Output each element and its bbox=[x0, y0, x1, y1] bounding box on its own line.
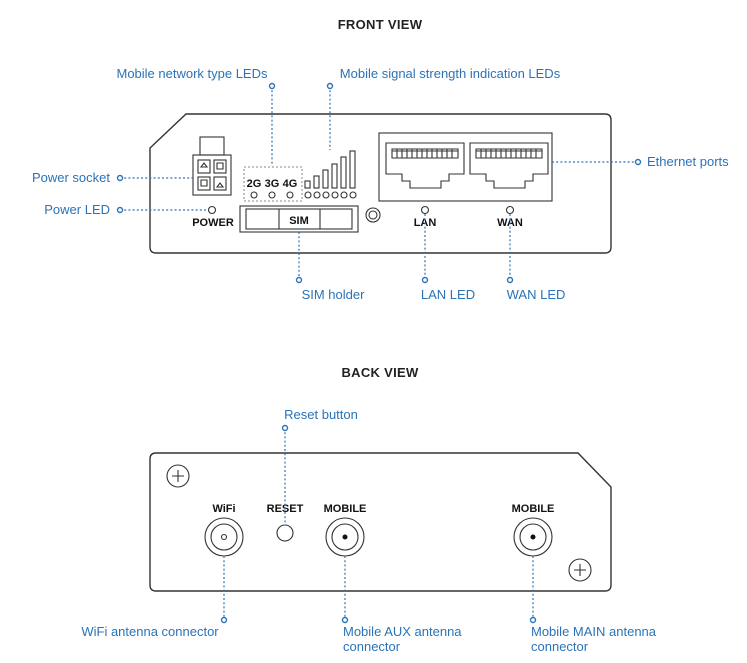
signal-strength-leds bbox=[304, 150, 357, 199]
power-led-label: Power LED bbox=[44, 202, 110, 217]
wifi-text: WiFi bbox=[212, 503, 235, 515]
wan-led-label: WAN LED bbox=[507, 287, 566, 302]
mobile-aux-antenna-connector bbox=[325, 517, 365, 557]
reset-button-label: Reset button bbox=[284, 407, 358, 422]
ethernet-ports bbox=[378, 132, 553, 202]
power-socket bbox=[192, 136, 232, 196]
network-type-led-group bbox=[243, 166, 303, 202]
main-connector-label-line2: connector bbox=[531, 639, 589, 654]
screw-bottom-right bbox=[568, 558, 592, 582]
lan-led bbox=[420, 205, 430, 215]
sim-holder-label: SIM holder bbox=[302, 287, 366, 302]
sim-text: SIM bbox=[289, 215, 309, 227]
led-2g bbox=[250, 191, 258, 199]
screw-top-left bbox=[166, 464, 190, 488]
back-panel bbox=[149, 452, 612, 592]
aux-connector-label-line2: connector bbox=[343, 639, 401, 654]
led-3g bbox=[268, 191, 276, 199]
led-4g bbox=[286, 191, 294, 199]
aux-connector-label-line1: Mobile AUX antenna bbox=[343, 624, 462, 639]
mobile-main-text: MOBILE bbox=[512, 503, 555, 515]
lan-led-label: LAN LED bbox=[421, 287, 475, 302]
mobile-main-antenna-connector bbox=[513, 517, 553, 557]
signal-leds-label: Mobile signal strength indication LEDs bbox=[340, 66, 561, 81]
led-2g-text: 2G bbox=[247, 178, 262, 190]
led-3g-text: 3G bbox=[265, 178, 280, 190]
power-socket-label: Power socket bbox=[32, 170, 110, 185]
wan-led bbox=[505, 205, 515, 215]
sim-eject-button bbox=[365, 207, 381, 223]
mobile-aux-text: MOBILE bbox=[324, 503, 367, 515]
front-view-title: FRONT VIEW bbox=[338, 17, 423, 32]
ethernet-ports-label: Ethernet ports bbox=[647, 154, 729, 169]
led-4g-text: 4G bbox=[283, 178, 298, 190]
wifi-connector-label: WiFi antenna connector bbox=[81, 624, 219, 639]
back-view-title: BACK VIEW bbox=[341, 365, 419, 380]
network-type-leds-label: Mobile network type LEDs bbox=[116, 66, 268, 81]
power-led bbox=[207, 205, 217, 215]
power-text: POWER bbox=[192, 217, 234, 229]
main-connector-label-line1: Mobile MAIN antenna bbox=[531, 624, 657, 639]
